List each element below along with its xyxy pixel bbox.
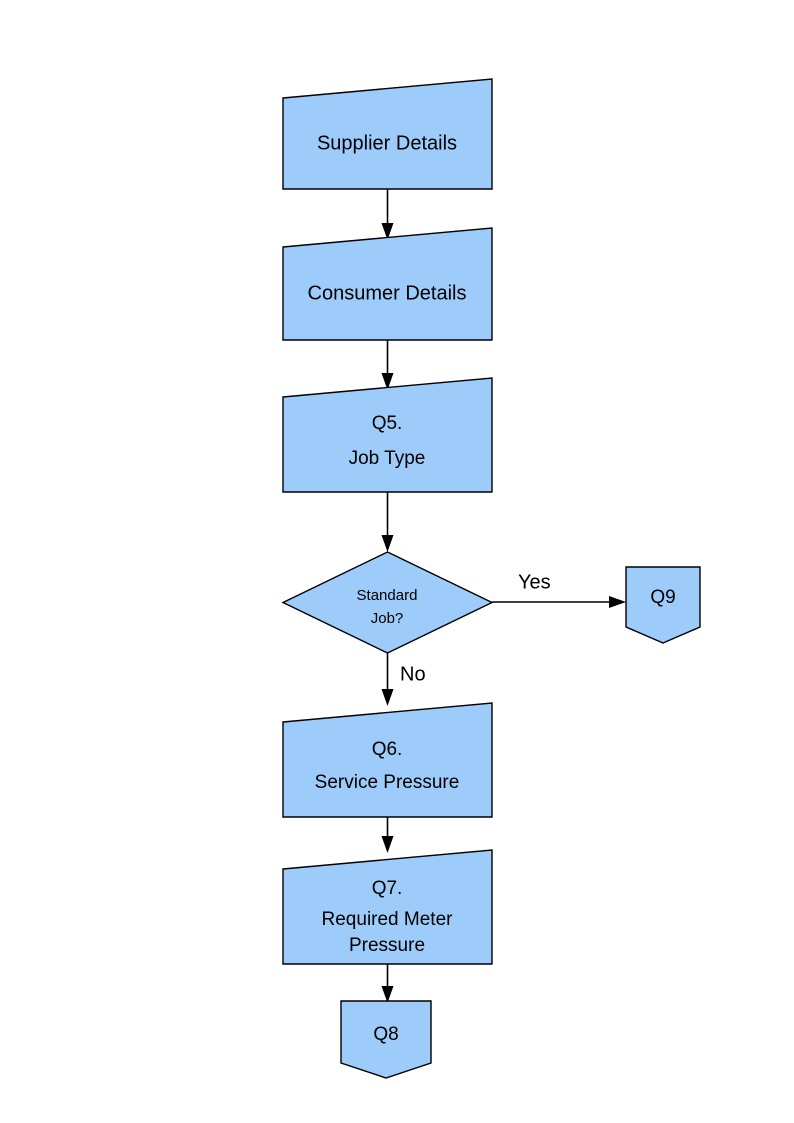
edge-decision-to-q9: Yes [492, 571, 626, 608]
node-label-decision-line1: Standard [357, 587, 418, 604]
arrow-head-icon [381, 535, 394, 552]
edge-label-yes: Yes [518, 571, 551, 593]
edge-layer: Yes No [381, 189, 626, 1003]
edge-decision-to-q6: No [381, 653, 426, 706]
edge-supplier-to-consumer [381, 189, 394, 240]
node-label-decision-line2: Job? [371, 610, 404, 627]
node-label-q8: Q8 [373, 1024, 398, 1045]
arrow-head-icon [381, 373, 394, 390]
node-q7-required-meter-pressure[interactable]: Q7. Required Meter Pressure [282, 849, 493, 965]
node-label-q5-line1: Q5. [372, 413, 403, 434]
edge-q6-to-q7 [381, 817, 394, 853]
edge-q5-to-decision [381, 492, 394, 552]
node-q9[interactable]: Q9 [625, 566, 701, 644]
node-consumer-details[interactable]: Consumer Details [282, 227, 493, 341]
pentagon-down-shape[interactable] [340, 1000, 432, 1079]
node-label-q5-line2: Job Type [349, 448, 426, 469]
slanted-top-box-shape[interactable] [282, 849, 493, 965]
node-label-q7-line1: Q7. [372, 878, 403, 899]
node-label-q7-line3: Pressure [349, 935, 425, 956]
slanted-top-box-shape[interactable] [282, 702, 493, 818]
node-q5-job-type[interactable]: Q5. Job Type [282, 377, 493, 493]
edge-consumer-to-q5 [381, 340, 394, 390]
node-standard-job-decision[interactable]: Standard Job? [281, 551, 494, 654]
node-label-q7-line2: Required Meter [322, 909, 454, 930]
arrow-head-icon [381, 986, 394, 1003]
node-layer: Supplier Details Consumer Details Q5. Jo… [281, 78, 701, 1079]
node-label-supplier-details: Supplier Details [317, 132, 457, 154]
arrow-head-icon [381, 836, 394, 853]
diamond-shape[interactable] [281, 551, 494, 654]
node-label-q6-line1: Q6. [372, 739, 403, 760]
node-supplier-details[interactable]: Supplier Details [282, 78, 493, 190]
node-label-q9: Q9 [650, 587, 675, 608]
arrow-head-icon [381, 689, 394, 706]
node-q6-service-pressure[interactable]: Q6. Service Pressure [282, 702, 493, 818]
arrow-head-icon [609, 596, 626, 608]
pentagon-down-shape[interactable] [625, 566, 701, 644]
slanted-top-box-shape[interactable] [282, 78, 493, 190]
arrow-head-icon [381, 223, 394, 240]
edge-q7-to-q8 [381, 964, 394, 1003]
node-q8[interactable]: Q8 [340, 1000, 432, 1079]
node-label-q6-line2: Service Pressure [315, 772, 460, 793]
slanted-top-box-shape[interactable] [282, 377, 493, 493]
slanted-top-box-shape[interactable] [282, 227, 493, 341]
edge-label-no: No [400, 663, 426, 685]
node-label-consumer-details: Consumer Details [308, 282, 467, 304]
